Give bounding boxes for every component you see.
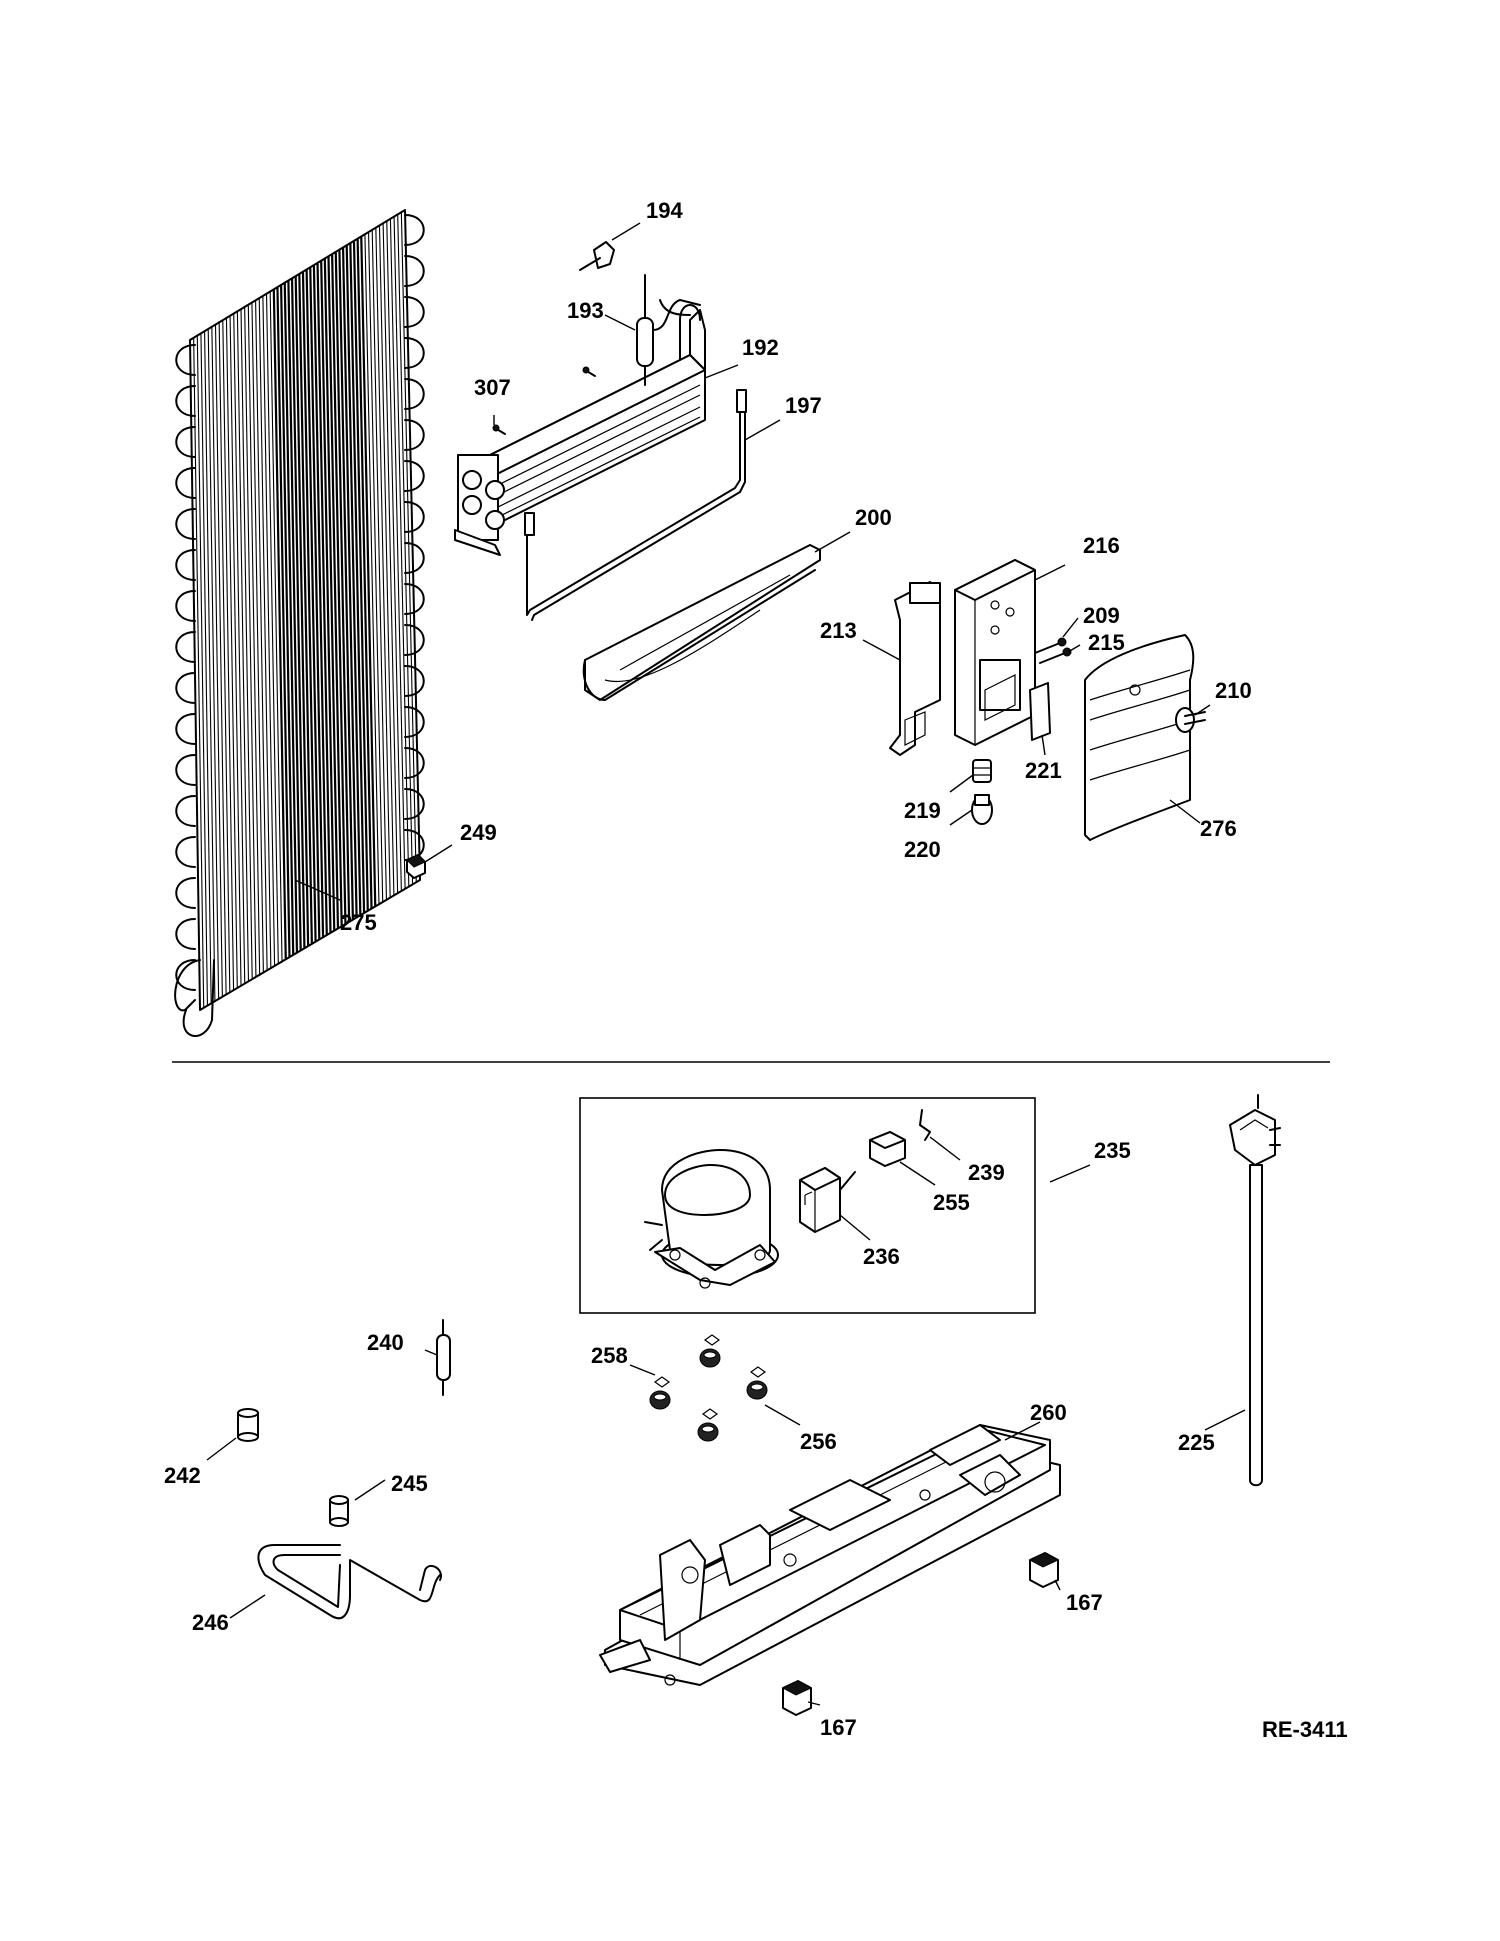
knob-210 <box>1175 707 1206 733</box>
label-197: 197 <box>785 393 822 418</box>
label-258: 258 <box>591 1343 628 1368</box>
label-256: 256 <box>800 1429 837 1454</box>
label-236: 236 <box>863 1244 900 1269</box>
label-200: 200 <box>855 505 892 530</box>
grommets-256 <box>649 1334 768 1442</box>
label-194: 194 <box>646 198 683 223</box>
label-209: 209 <box>1083 603 1120 628</box>
label-215: 215 <box>1088 630 1125 655</box>
label-249: 249 <box>460 820 497 845</box>
light-cover <box>1084 634 1195 841</box>
tube-246 <box>257 1544 442 1620</box>
bracket-213 <box>889 581 941 756</box>
grommet-249 <box>406 854 426 879</box>
relay-236 <box>799 1167 856 1233</box>
defrost-heater <box>524 389 747 621</box>
label-260: 260 <box>1030 1400 1067 1425</box>
label-246: 246 <box>192 1610 229 1635</box>
sleeve-245 <box>329 1495 349 1527</box>
label-220: 220 <box>904 837 941 862</box>
compressor <box>644 1149 779 1289</box>
drier <box>636 274 701 386</box>
compressor-kit-box <box>579 1097 1036 1314</box>
mount-167-right <box>1028 1552 1060 1588</box>
drier-240 <box>436 1319 451 1396</box>
sleeve-242 <box>237 1408 259 1442</box>
base-pan <box>599 1424 1061 1686</box>
label-216: 216 <box>1083 533 1120 558</box>
label-242: 242 <box>164 1463 201 1488</box>
label-210: 210 <box>1215 678 1252 703</box>
part-labels: 194 193 192 307 197 200 216 209 215 213 … <box>164 198 1348 1742</box>
screw-209 <box>1034 637 1067 654</box>
label-276: 276 <box>1200 816 1237 841</box>
screw-215 <box>1039 647 1072 664</box>
drain-trough <box>582 544 821 701</box>
label-275: 275 <box>340 910 377 935</box>
bulb-220 <box>971 794 993 825</box>
screw-193 <box>582 366 596 377</box>
mount-167-bottom <box>781 1680 813 1716</box>
label-167-bottom: 167 <box>820 1715 857 1740</box>
label-235: 235 <box>1094 1138 1131 1163</box>
label-239: 239 <box>968 1160 1005 1185</box>
evaporator <box>454 304 706 556</box>
overload-255 <box>869 1131 906 1167</box>
label-307: 307 <box>474 375 511 400</box>
label-245: 245 <box>391 1471 428 1496</box>
screw-307 <box>492 424 506 435</box>
power-cord <box>1229 1094 1281 1487</box>
clip-239 <box>919 1109 931 1141</box>
label-193: 193 <box>567 298 604 323</box>
light-housing <box>954 559 1036 746</box>
label-221: 221 <box>1025 758 1062 783</box>
clip-194 <box>579 241 615 271</box>
label-192: 192 <box>742 335 779 360</box>
label-213: 213 <box>820 618 857 643</box>
label-219: 219 <box>904 798 941 823</box>
label-255: 255 <box>933 1190 970 1215</box>
label-240: 240 <box>367 1330 404 1355</box>
label-167-right: 167 <box>1066 1590 1103 1615</box>
drawing-code: RE-3411 <box>1262 1717 1348 1742</box>
leader-lines <box>206 222 1246 1706</box>
label-225: 225 <box>1178 1430 1215 1455</box>
condenser-coil <box>174 209 425 1037</box>
shield-221 <box>1029 682 1051 741</box>
socket-219 <box>972 759 992 783</box>
